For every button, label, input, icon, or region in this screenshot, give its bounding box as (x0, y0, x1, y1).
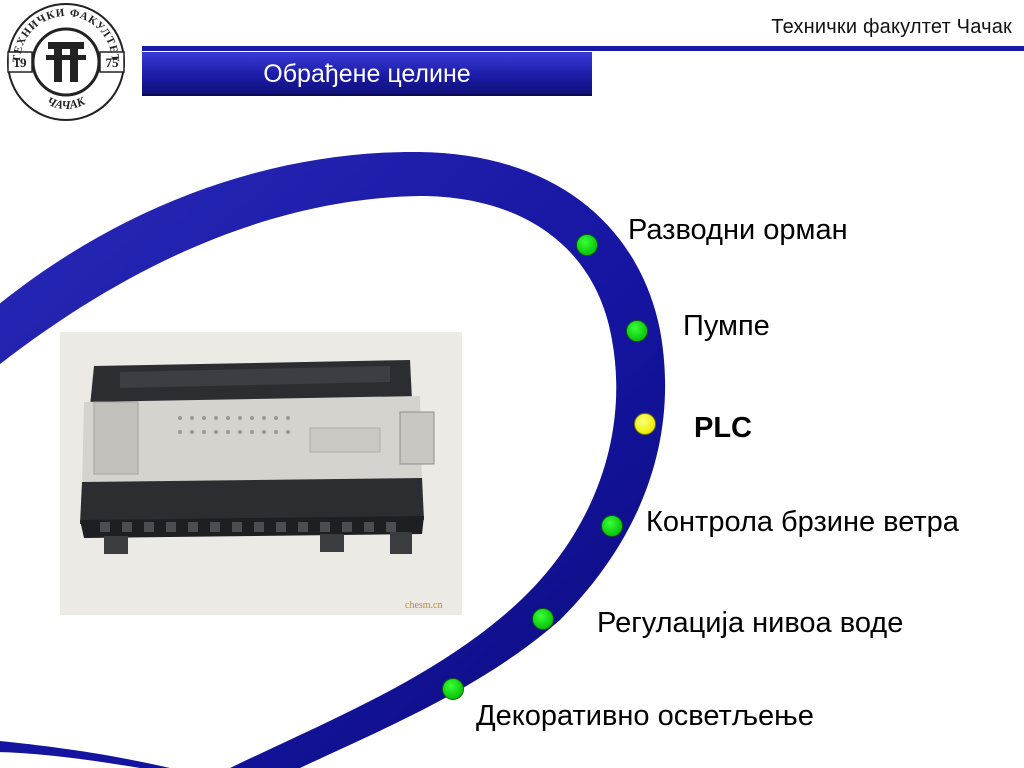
topic-bullet-4 (601, 515, 623, 537)
faculty-logo: 19 75 ТЕХНИЧКИ ФАКУЛТЕТ ЧАЧАК (7, 3, 125, 121)
topic-bullet-5 (532, 608, 554, 630)
logo-year-left: 19 (14, 55, 28, 70)
title-bar: Обрађене целине (142, 52, 592, 96)
topic-bullet-1 (576, 234, 598, 256)
photo-watermark: chesm.cn (405, 600, 443, 611)
plc-illustration: chesm.cn (60, 332, 462, 615)
logo-year-right: 75 (106, 55, 120, 70)
topic-pumpe: Пумпе (683, 310, 770, 342)
topic-plc: PLC (694, 412, 752, 444)
plc-photo: chesm.cn (60, 332, 462, 615)
header-divider (142, 46, 1024, 51)
topic-bullet-3-active (634, 413, 656, 435)
institution-name: Технички факултет Чачак (771, 16, 1012, 38)
topic-bullet-2 (626, 320, 648, 342)
logo-bottom-text: ЧАЧАК (45, 93, 88, 112)
slide-title: Обрађене целине (263, 60, 471, 88)
topic-bullet-6 (442, 678, 464, 700)
topic-regulacija-nivoa-vode: Регулација нивоа воде (597, 607, 904, 639)
topic-dekorativno-osvetljenje: Декоративно осветљење (476, 700, 814, 732)
topic-razvodni-orman: Разводни орман (628, 214, 848, 246)
topic-kontrola-brzine-vetra: Контрола брзине ветра (646, 506, 959, 538)
svg-text:ЧАЧАК: ЧАЧАК (45, 93, 88, 112)
